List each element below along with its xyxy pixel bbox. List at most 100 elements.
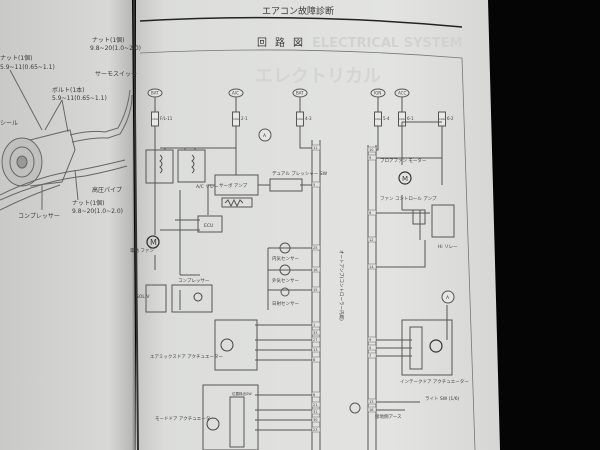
label-outside-sensor: 外気センサー: [272, 277, 299, 284]
fuse-id: 4-3: [305, 116, 312, 121]
ecu-pin-label: 14: [369, 265, 374, 269]
fuse-rating: 10A: [399, 117, 406, 121]
ecu-pin: [367, 406, 377, 413]
ecu-pin-label: 10: [369, 148, 373, 152]
ecu-pin: [367, 352, 377, 359]
ecu-pin: [311, 144, 321, 151]
solar-sensor-icon: [280, 287, 290, 297]
ecu-pin: [367, 209, 377, 216]
bleed-through-text-2: エレクトリカル: [255, 66, 381, 87]
ecu-pin: [311, 356, 321, 363]
label-position-sw: 位置検出SW: [232, 391, 252, 396]
label-compressor: コンプレッサー: [18, 213, 60, 220]
ecu-pin-label: 18: [369, 408, 373, 412]
ecu-pin-label: 12: [369, 238, 373, 242]
airmix-motor-icon: [220, 338, 234, 352]
fan-control-amp: [412, 209, 426, 225]
ecu-pin-label: 23: [313, 428, 317, 432]
label-inside-sensor: 内気センサー: [272, 255, 299, 262]
label-nut2: ナット(1個): [72, 199, 105, 207]
power-source-label: ACC: [398, 91, 406, 96]
meter-a-icon-2: [441, 290, 455, 304]
main-relay: [145, 149, 174, 184]
label-ac-relay: A/C リレー: [196, 184, 219, 190]
section-title: エアコン故障診断: [262, 5, 334, 17]
ecu-box: [197, 215, 223, 233]
ecu-pin: [367, 398, 377, 405]
compressor-clutch: [171, 284, 213, 313]
wiring: [154, 121, 448, 450]
ecu-pin-label: 6: [369, 211, 371, 215]
label-nut1-torque: 9.8~20(1.0~2.0): [90, 45, 141, 52]
blower-motor-icon: [398, 171, 412, 185]
bleed-through-text: ELECTRICAL SYSTEM: [312, 36, 463, 51]
fuse-id: 6-2: [447, 116, 454, 121]
label-compressor: コンプレッサー: [178, 278, 210, 284]
ecu-pin: [311, 321, 321, 328]
ground-icon: [349, 402, 361, 414]
ecu-pin: [367, 146, 377, 153]
power-source-label: BAT: [151, 91, 159, 96]
ecu-pin-label: 16: [313, 268, 317, 272]
ecu-pin: [311, 426, 321, 433]
label-ground-note: 接地側アース: [375, 413, 402, 420]
ecu-pin-label: 5: [313, 183, 315, 187]
ecu-pin: [367, 336, 377, 343]
compressor-illustration: [0, 69, 133, 211]
ecu-pin: [311, 401, 321, 408]
label-meter-a-2: A: [446, 295, 450, 301]
label-to-dest: ライト SW (1/6): [425, 396, 460, 402]
fuse-id: 5-4: [383, 116, 390, 121]
hi-relay: [431, 204, 455, 238]
ecu-pin: [311, 408, 321, 415]
mode-actuator: [202, 384, 259, 450]
fan-motor-icon: [146, 235, 160, 249]
fuse-rating: 10A: [439, 117, 446, 121]
fuse-rating: 10A: [375, 117, 382, 121]
ac-relay: [177, 149, 206, 183]
label-fan-control-amp: ファン コントロール アンプ: [380, 196, 437, 202]
ecu-pin-label: 21: [313, 403, 317, 407]
ecu-pin-label: 13: [369, 400, 373, 404]
header-rule: [139, 16, 463, 28]
ecu-pin: [311, 266, 321, 273]
label-solar-sensor: 日射センサー: [272, 300, 299, 307]
label-nut-top: ナット(1個): [0, 54, 33, 62]
fuse-rating: 10A: [152, 117, 159, 121]
label-bolt-torque: 5.9~11(0.65~1.1): [52, 95, 107, 102]
ecu-pin-label: 13: [313, 348, 317, 352]
left-page: [0, 0, 136, 450]
label-blower-motor: ブロアファン モーター: [380, 157, 427, 164]
ecu-pin-label: 15: [313, 288, 317, 292]
label-meter-a: A: [263, 133, 267, 139]
label-sensor: サーモスイッチ: [95, 71, 137, 78]
label-airmix-actuator: エアミックスドア アクチュエーター: [150, 353, 223, 360]
ecu-pin: [311, 416, 321, 423]
ecu-pin: [311, 244, 321, 251]
label-auto-amp: オートアンプ(コントローラー内蔵): [338, 250, 345, 321]
outside-sensor-icon: [279, 264, 291, 276]
label-ecu: ECU: [204, 223, 213, 229]
ecu-pin: [311, 181, 321, 188]
meter-a-icon: [258, 128, 272, 142]
label-dual-pressure-switch: デュアル プレッシャー SW: [272, 170, 328, 177]
label-sol-valve: SOL V: [136, 294, 150, 300]
ecu-pin-label: 6: [313, 393, 315, 397]
label-high-pipe: 高圧パイプ: [92, 186, 122, 194]
inside-sensor-icon: [279, 242, 291, 254]
fuse-rating: 10A: [297, 117, 304, 121]
ecu-pin: [311, 286, 321, 293]
label-bolt: ボルト(1本): [52, 86, 85, 94]
label-nut-top-torque: 5.9~11(0.65~1.1): [0, 64, 55, 71]
ecu-pin-label: 9: [369, 338, 371, 342]
diagram-frame: [139, 49, 476, 450]
clutch-icon: [193, 292, 203, 302]
label-seal: シール: [0, 120, 18, 127]
ecu-pin: [311, 346, 321, 353]
svg-text:M: M: [150, 238, 157, 247]
fuse-id: 6-1: [407, 116, 414, 121]
ecu-pin-label: 11: [313, 146, 317, 150]
label-nut1: ナット(1個): [92, 36, 125, 44]
intake-actuator: [401, 319, 453, 376]
